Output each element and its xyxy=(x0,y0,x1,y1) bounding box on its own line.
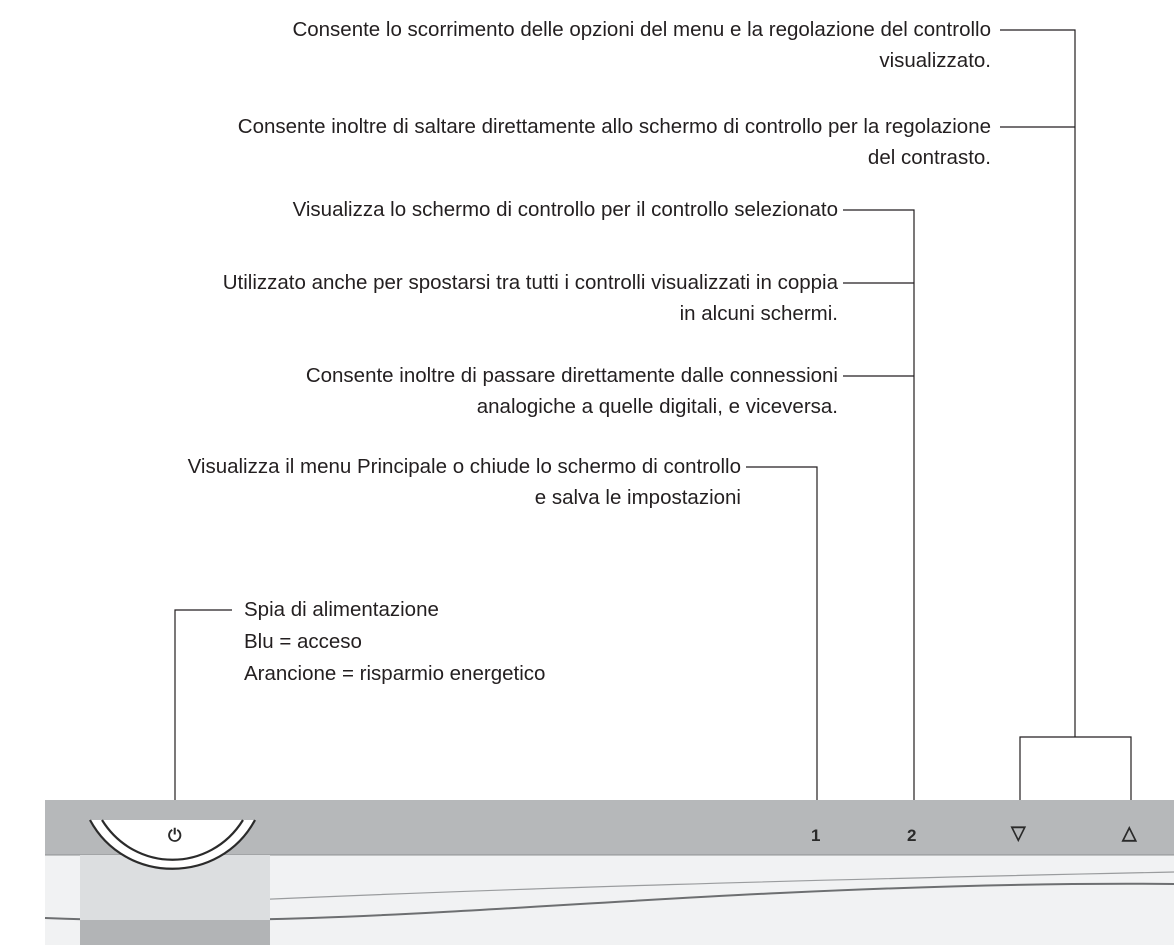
power-line3: Arancione = risparmio energetico xyxy=(244,662,546,685)
leader-button-1 xyxy=(746,466,818,800)
bezel-front-face xyxy=(45,855,1174,945)
power-icon[interactable]: ⏻ xyxy=(168,826,182,845)
button-1-line2: e salva le impostazioni xyxy=(534,486,741,509)
button-1-description: Visualizza il menu Principale o chiude l… xyxy=(188,451,741,513)
power-button-arc-inner xyxy=(101,819,244,861)
power-line2: Blu = acceso xyxy=(244,630,362,653)
button-2-line2: Utilizzato anche per spostarsi tra tutti… xyxy=(222,271,838,294)
leader-button-2-main xyxy=(843,209,915,800)
down-arrow-icon[interactable]: ▽ xyxy=(1011,823,1026,844)
button-2-line4: Consente inoltre di passare direttamente… xyxy=(305,364,838,387)
button-2-input-description: Consente inoltre di passare direttamente… xyxy=(306,360,838,422)
arrows-description-line1: Consente lo scorrimento delle opzioni de… xyxy=(292,18,991,41)
arrows-description-line2: visualizzato. xyxy=(879,49,991,72)
up-arrow-icon[interactable]: △ xyxy=(1122,823,1137,844)
bezel-highlight-curve xyxy=(249,871,1174,901)
button-2-pair-description: Utilizzato anche per spostarsi tra tutti… xyxy=(223,267,838,329)
leader-lines xyxy=(174,29,1132,800)
button-1[interactable]: 1 xyxy=(811,826,821,845)
button-1-line1: Visualizza il menu Principale o chiude l… xyxy=(187,455,741,478)
power-line1: Spia di alimentazione xyxy=(244,598,439,621)
power-housing-base xyxy=(80,920,270,945)
button-2-line5: analogiche a quelle digitali, e vicevers… xyxy=(476,395,838,418)
button-2-line3: in alcuni schermi. xyxy=(679,302,838,325)
leader-power xyxy=(174,609,232,800)
button-2[interactable]: 2 xyxy=(907,826,917,845)
power-button-arc-outer xyxy=(89,819,256,870)
power-indicator-description: Spia di alimentazione Blu = acceso Aranc… xyxy=(244,594,545,690)
button-2-description: Visualizza lo schermo di controllo per i… xyxy=(293,194,838,225)
button-2-line1: Visualizza lo schermo di controllo per i… xyxy=(292,198,838,221)
arrows-contrast-line2: del contrasto. xyxy=(867,146,991,169)
leader-arrows-main xyxy=(1000,29,1076,737)
arrows-description: Consente lo scorrimento delle opzioni de… xyxy=(292,14,991,76)
leader-arrows-bracket xyxy=(1019,736,1132,800)
arrows-contrast-line1: Consente inoltre di saltare direttamente… xyxy=(237,115,991,138)
arrows-contrast-description: Consente inoltre di saltare direttamente… xyxy=(238,111,991,173)
